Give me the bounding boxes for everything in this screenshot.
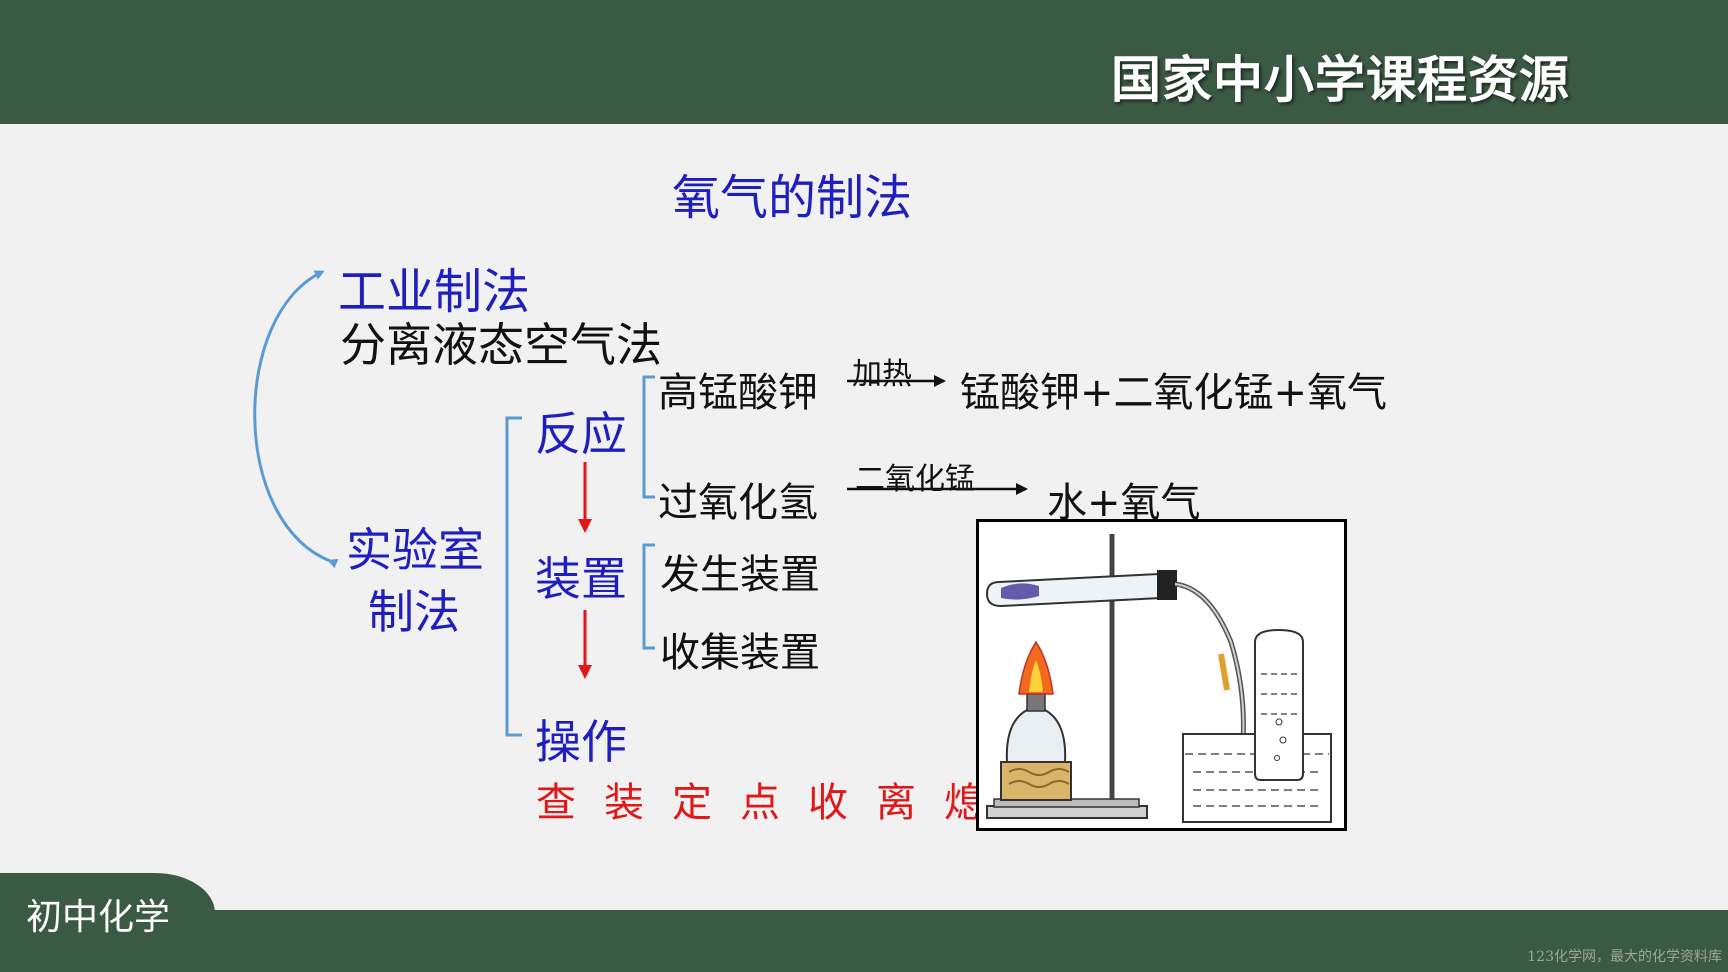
reaction-1-condition: 加热 bbox=[852, 357, 912, 392]
reaction-1-products: 锰酸钾+二氧化锰+氧气 bbox=[960, 370, 1388, 416]
subject-tab-label: 初中化学 bbox=[26, 897, 171, 938]
operation-steps: 查装定点收离熄 bbox=[536, 780, 1012, 826]
lab-method-label-line1: 实验室 bbox=[346, 523, 484, 577]
reaction-2-reactant: 过氧化氢 bbox=[658, 480, 818, 526]
curved-double-arrow bbox=[253, 270, 339, 569]
node-reaction: 反应 bbox=[535, 407, 627, 461]
industrial-method-text: 分离液态空气法 bbox=[340, 318, 662, 372]
footer-bar bbox=[0, 910, 1728, 972]
lab-method-label-line2: 制法 bbox=[368, 585, 460, 639]
subject-tab bbox=[0, 873, 215, 972]
node-operation: 操作 bbox=[535, 715, 627, 769]
slide-title: 氧气的制法 bbox=[672, 170, 913, 226]
reaction-2-condition: 二氧化锰 bbox=[855, 462, 975, 497]
watermark: 123化学网，最大的化学资料库 bbox=[1527, 949, 1722, 965]
industrial-method-label: 工业制法 bbox=[338, 264, 531, 320]
brand-logo: 国家中小学课程资源 bbox=[1111, 51, 1570, 109]
reaction-2-products: 水+氧气 bbox=[1047, 480, 1201, 526]
bracket-lab bbox=[505, 416, 522, 737]
lab-apparatus-icon bbox=[985, 534, 1332, 823]
apparatus-illustration bbox=[976, 519, 1347, 831]
device-collection: 收集装置 bbox=[660, 630, 820, 676]
bracket-reaction bbox=[642, 375, 655, 499]
reaction-1-reactant: 高锰酸钾 bbox=[658, 370, 818, 416]
header-bar: 国家中小学课程资源 bbox=[0, 0, 1728, 124]
bracket-device bbox=[642, 543, 655, 650]
node-device: 装置 bbox=[535, 552, 627, 606]
device-generation: 发生装置 bbox=[660, 552, 820, 598]
